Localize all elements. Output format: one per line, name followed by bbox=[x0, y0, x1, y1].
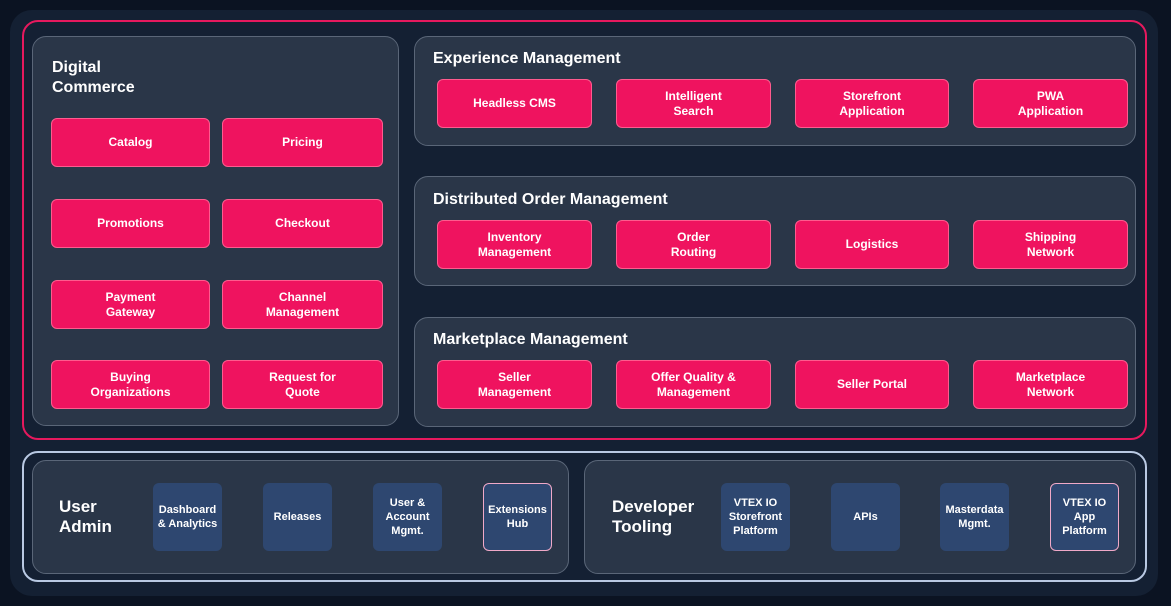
seller-portal-button[interactable]: Seller Portal bbox=[795, 360, 949, 409]
user-admin-title: User Admin bbox=[59, 497, 112, 536]
storefront-application-button[interactable]: Storefront Application bbox=[795, 79, 949, 128]
request-for-quote-button[interactable]: Request for Quote bbox=[222, 360, 383, 409]
inventory-management-button[interactable]: Inventory Management bbox=[437, 220, 592, 269]
admin-frame bbox=[22, 451, 1147, 582]
developer-tooling-title: Developer Tooling bbox=[612, 497, 695, 536]
apis-button[interactable]: APIs bbox=[831, 483, 900, 551]
extensions-hub-button[interactable]: Extensions Hub bbox=[483, 483, 552, 551]
masterdata-management-button[interactable]: Masterdata Mgmt. bbox=[940, 483, 1009, 551]
channel-management-button[interactable]: Channel Management bbox=[222, 280, 383, 329]
digital-commerce-title: Digital Commerce bbox=[52, 59, 135, 96]
pwa-application-button[interactable]: PWA Application bbox=[973, 79, 1128, 128]
vtex-io-app-platform-button[interactable]: VTEX IO App Platform bbox=[1050, 483, 1119, 551]
marketplace-management-title: Marketplace Management bbox=[433, 331, 628, 348]
releases-button[interactable]: Releases bbox=[263, 483, 332, 551]
commerce-frame bbox=[22, 20, 1147, 440]
checkout-button[interactable]: Checkout bbox=[222, 199, 383, 248]
order-management-title: Distributed Order Management bbox=[433, 191, 668, 208]
dashboard-analytics-button[interactable]: Dashboard & Analytics bbox=[153, 483, 222, 551]
payment-gateway-button[interactable]: Payment Gateway bbox=[51, 280, 210, 329]
order-routing-button[interactable]: Order Routing bbox=[616, 220, 771, 269]
catalog-button[interactable]: Catalog bbox=[51, 118, 210, 167]
offer-quality-button[interactable]: Offer Quality & Management bbox=[616, 360, 771, 409]
headless-cms-button[interactable]: Headless CMS bbox=[437, 79, 592, 128]
marketplace-network-button[interactable]: Marketplace Network bbox=[973, 360, 1128, 409]
shipping-network-button[interactable]: Shipping Network bbox=[973, 220, 1128, 269]
logistics-button[interactable]: Logistics bbox=[795, 220, 949, 269]
user-account-management-button[interactable]: User & Account Mgmt. bbox=[373, 483, 442, 551]
vtex-io-storefront-platform-button[interactable]: VTEX IO Storefront Platform bbox=[721, 483, 790, 551]
buying-organizations-button[interactable]: Buying Organizations bbox=[51, 360, 210, 409]
intelligent-search-button[interactable]: Intelligent Search bbox=[616, 79, 771, 128]
promotions-button[interactable]: Promotions bbox=[51, 199, 210, 248]
pricing-button[interactable]: Pricing bbox=[222, 118, 383, 167]
seller-management-button[interactable]: Seller Management bbox=[437, 360, 592, 409]
experience-management-title: Experience Management bbox=[433, 50, 621, 67]
